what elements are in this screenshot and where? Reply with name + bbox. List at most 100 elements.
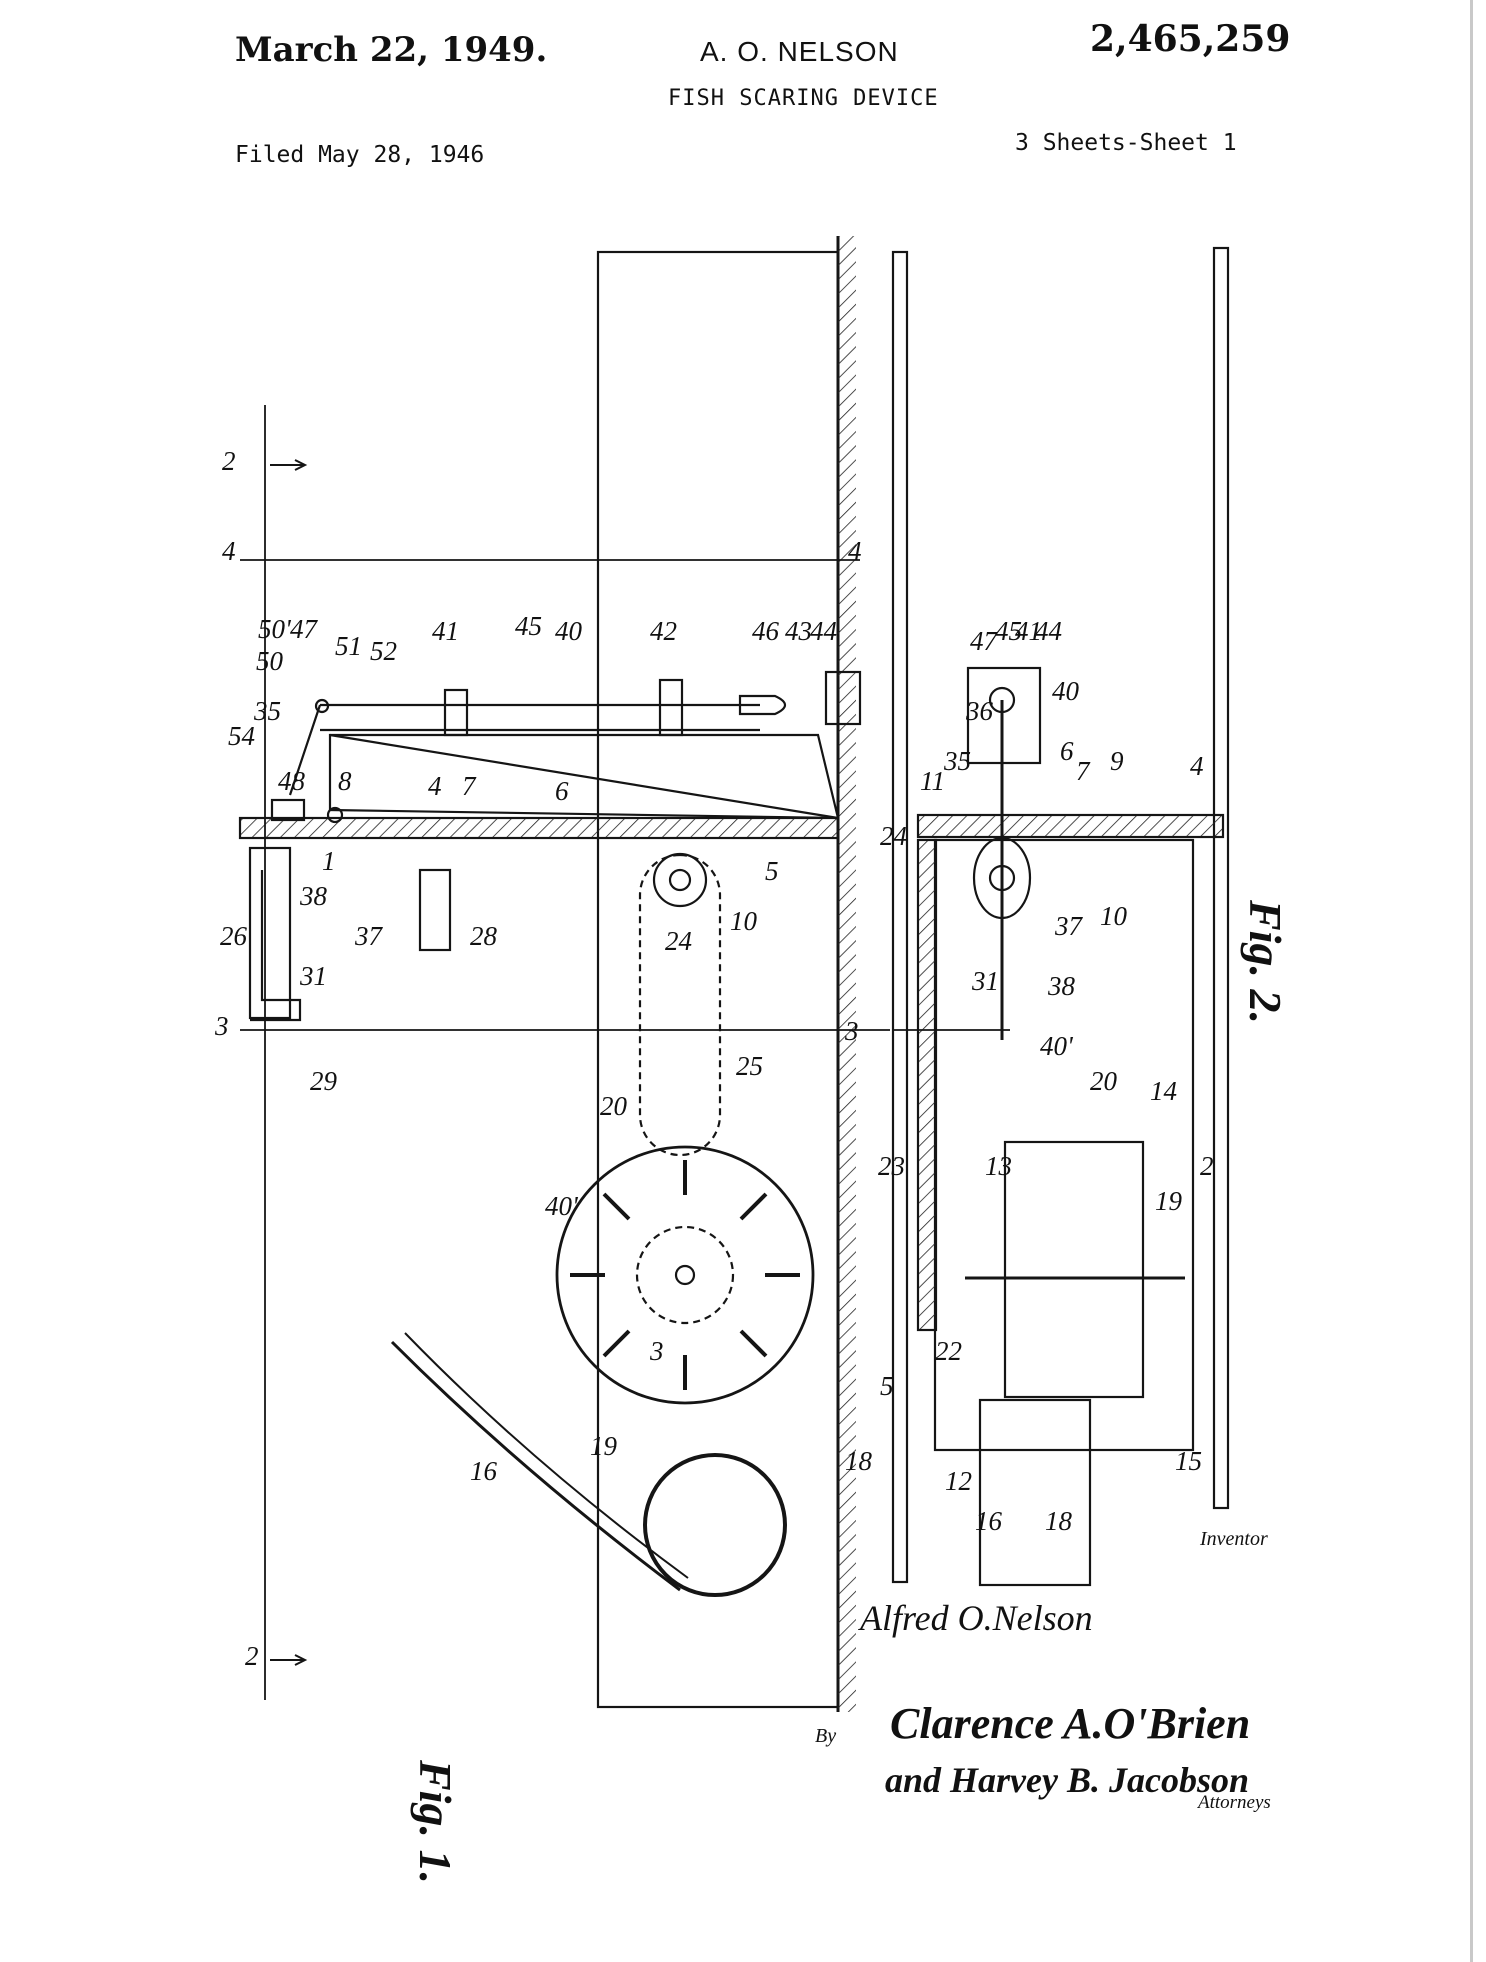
fig2-plate bbox=[916, 813, 1225, 839]
section-arrow-icon bbox=[270, 1654, 308, 1666]
attorney-signature-2: and Harvey B. Jacobson bbox=[885, 1760, 1249, 1800]
fig2-rail-left bbox=[891, 250, 909, 1584]
ref-label: 14 bbox=[1150, 1076, 1177, 1106]
fig1-fitting-42 bbox=[658, 678, 684, 737]
ref-label: 18 bbox=[1045, 1506, 1073, 1536]
ref-label: 43 bbox=[785, 616, 812, 646]
ref-label: 20 bbox=[600, 1091, 628, 1121]
section-marker-3: 3 bbox=[214, 1011, 229, 1041]
inventor-name: A. O. NELSON bbox=[700, 36, 899, 67]
ref-label: 4 bbox=[428, 771, 442, 801]
ref-label: 35 bbox=[943, 746, 971, 776]
attorneys-caption: Attorneys bbox=[1198, 1792, 1271, 1813]
fig2-float-16 bbox=[978, 1398, 1092, 1587]
fig2-chain-23 bbox=[916, 838, 938, 1332]
fig1-block-35 bbox=[270, 798, 306, 822]
signatures: Alfred O.Nelson Clarence A.O'Brien and H… bbox=[858, 1598, 1250, 1800]
fig1-cylinder-29 bbox=[418, 868, 452, 952]
ref-label: 19 bbox=[590, 1431, 618, 1461]
ref-label: 44 bbox=[810, 616, 837, 646]
figure-labels: Fig. 1. Fig. 2. bbox=[410, 899, 1291, 1884]
section-marker-2: 2 bbox=[222, 446, 236, 476]
ref-label: 15 bbox=[1175, 1446, 1202, 1476]
section-markers: 2 4 3 3 4 2 bbox=[214, 446, 862, 1671]
ref-label: 50' bbox=[258, 614, 292, 644]
ref-label: 7 bbox=[1076, 756, 1091, 786]
ref-label: 41 bbox=[432, 616, 459, 646]
section-marker-4: 4 bbox=[222, 536, 236, 566]
fig1-paddle-wheel-20 bbox=[555, 1145, 815, 1405]
sheet-count: 3 Sheets-Sheet 1 bbox=[1015, 130, 1237, 156]
ref-label: 36 bbox=[965, 696, 994, 726]
patent-date: March 22, 1949. bbox=[235, 30, 548, 70]
fig1-bullet-46 bbox=[738, 694, 787, 716]
ref-label: 35 bbox=[253, 696, 281, 726]
ref-label: 47 bbox=[290, 614, 319, 644]
fig1-pivot bbox=[314, 698, 330, 714]
ref-label: 1 bbox=[322, 846, 336, 876]
ref-label: 46 bbox=[752, 616, 780, 646]
ref-label: 5 bbox=[880, 1371, 894, 1401]
fig1-pivot-8 bbox=[326, 806, 344, 824]
ref-label: 47 bbox=[970, 626, 999, 656]
patent-title: FISH SCARING DEVICE bbox=[668, 86, 939, 111]
fig2-label: Fig. 2. bbox=[1240, 899, 1291, 1024]
fig1-sprocket-hub bbox=[668, 868, 692, 892]
fig1-float-16 bbox=[643, 1453, 787, 1597]
fig2-housing-44 bbox=[966, 666, 1042, 765]
ref-label: 45 bbox=[995, 616, 1022, 646]
section-arrow-icon bbox=[270, 459, 308, 471]
ref-label: 38 bbox=[299, 881, 328, 911]
fig1-paddles bbox=[570, 1160, 800, 1390]
ref-label: 4 bbox=[1190, 751, 1204, 781]
fig1-drawing bbox=[238, 236, 890, 1712]
ref-label: 31 bbox=[971, 966, 999, 996]
ref-label: 40' bbox=[1040, 1031, 1074, 1061]
ref-label: 25 bbox=[736, 1051, 763, 1081]
ref-label: 9 bbox=[1110, 746, 1124, 776]
ref-label: 38 bbox=[1047, 971, 1076, 1001]
ref-label: 7 bbox=[462, 771, 477, 801]
ref-label: 3 bbox=[649, 1336, 664, 1366]
ref-label: 31 bbox=[299, 961, 327, 991]
ref-label: 24 bbox=[880, 821, 907, 851]
fig1-cylinder-28 bbox=[248, 846, 292, 1020]
ref-label: 24 bbox=[665, 926, 692, 956]
ref-label: 22 bbox=[935, 1336, 962, 1366]
ref-label: 23 bbox=[878, 1151, 905, 1181]
fig1-lever bbox=[288, 704, 322, 796]
ref-label: 37 bbox=[354, 921, 384, 951]
ref-label: 6 bbox=[1060, 736, 1074, 766]
fig1-wall-hatch bbox=[838, 236, 856, 1712]
ref-label: 41 bbox=[1015, 616, 1042, 646]
fig1-chute-18 bbox=[390, 1340, 681, 1592]
ref-label: 16 bbox=[975, 1506, 1003, 1536]
fig1-wheel-sprocket bbox=[635, 1225, 735, 1325]
ref-label: 40 bbox=[555, 616, 583, 646]
ref-label: 51 bbox=[335, 631, 362, 661]
fig1-sprocket-upper bbox=[652, 852, 708, 908]
ref-label: 52 bbox=[370, 636, 397, 666]
fig1-chain-25 bbox=[638, 853, 722, 1157]
ref-label: 18 bbox=[845, 1446, 873, 1476]
by-label: By bbox=[815, 1725, 837, 1747]
ref-label: 54 bbox=[228, 721, 255, 751]
ref-label: 13 bbox=[985, 1151, 1012, 1181]
patent-number: 2,465,259 bbox=[1090, 18, 1291, 60]
ref-label: 37 bbox=[1054, 911, 1084, 941]
ref-label: 19 bbox=[1155, 1186, 1183, 1216]
ref-label: 44 bbox=[1035, 616, 1062, 646]
fig1-reference-numerals: 54 35 50 50' 47 51 52 41 45 40 42 46 43 … bbox=[220, 611, 873, 1486]
fig1-chute-18-inner bbox=[404, 1332, 689, 1579]
fig2-drawing bbox=[891, 246, 1230, 1587]
ref-label: 16 bbox=[470, 1456, 498, 1486]
ref-label: 6 bbox=[555, 776, 569, 806]
fig2-rail-right bbox=[1212, 246, 1230, 1510]
ref-label: 10 bbox=[1100, 901, 1128, 931]
fig1-support-plate bbox=[238, 816, 840, 840]
ref-label: 29 bbox=[310, 1066, 338, 1096]
ref-label: 12 bbox=[945, 1466, 972, 1496]
ref-label: 40 bbox=[1052, 676, 1080, 706]
section-marker-2: 2 bbox=[245, 1641, 259, 1671]
